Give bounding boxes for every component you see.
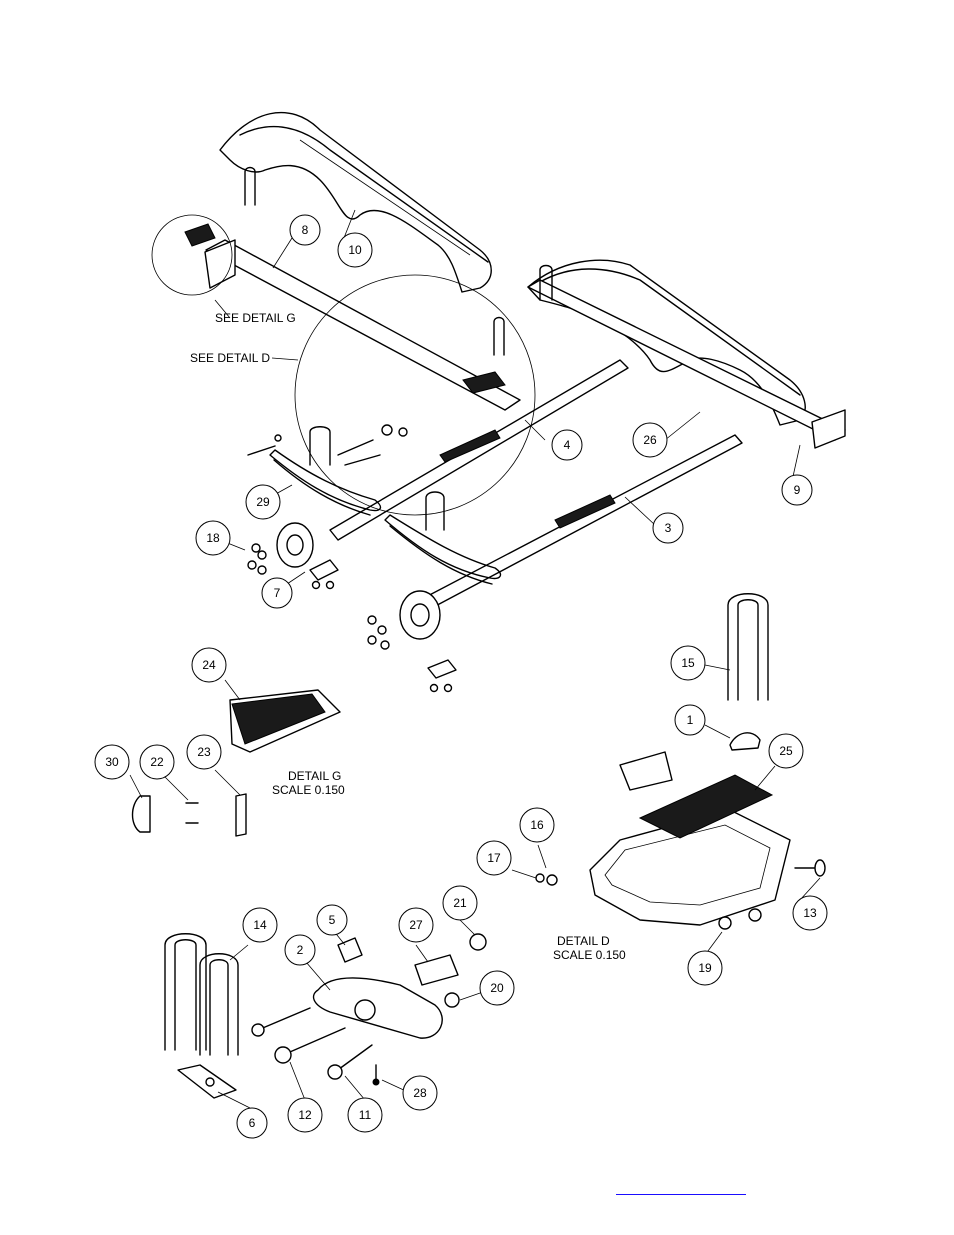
svg-text:20: 20 bbox=[490, 981, 504, 995]
ubolt-15 bbox=[727, 593, 769, 701]
hub-front bbox=[276, 522, 314, 568]
step-plate-24 bbox=[229, 689, 341, 753]
svg-text:2: 2 bbox=[297, 943, 304, 957]
callout-11: 11 bbox=[347, 1097, 383, 1133]
svg-text:21: 21 bbox=[453, 896, 467, 910]
bushing-27 bbox=[414, 954, 459, 986]
tie-plate-6 bbox=[177, 1064, 237, 1099]
callout-17: 17 bbox=[476, 840, 512, 876]
callout-1: 1 bbox=[674, 704, 706, 736]
svg-text:7: 7 bbox=[274, 586, 281, 600]
leader-lines bbox=[129, 209, 821, 1109]
svg-text:17: 17 bbox=[487, 851, 501, 865]
svg-text:25: 25 bbox=[779, 744, 793, 758]
see-detail-d-label: SEE DETAIL D bbox=[190, 351, 270, 365]
svg-text:5: 5 bbox=[329, 913, 336, 927]
bushing-5 bbox=[337, 937, 363, 963]
callout-25: 25 bbox=[768, 733, 804, 769]
svg-text:30: 30 bbox=[105, 755, 119, 769]
callout-7: 7 bbox=[261, 577, 293, 609]
callout-16: 16 bbox=[519, 807, 555, 843]
saddle-1 bbox=[729, 732, 761, 751]
nut-20 bbox=[444, 992, 460, 1008]
svg-text:26: 26 bbox=[643, 433, 657, 447]
grease-fitting-28 bbox=[372, 1064, 380, 1086]
detail-g-title: DETAIL G bbox=[288, 769, 341, 783]
nut-16-17 bbox=[535, 873, 558, 886]
callout-12: 12 bbox=[287, 1097, 323, 1133]
detail-d-scale: SCALE 0.150 bbox=[553, 948, 626, 962]
bolt-12 bbox=[251, 1007, 346, 1064]
footer-link-underline[interactable] bbox=[616, 1180, 746, 1195]
callout-30: 30 bbox=[94, 744, 130, 780]
shackle-plate-2 bbox=[312, 977, 443, 1039]
svg-text:29: 29 bbox=[256, 495, 270, 509]
svg-text:12: 12 bbox=[298, 1108, 312, 1122]
svg-text:1: 1 bbox=[687, 713, 694, 727]
svg-text:9: 9 bbox=[794, 483, 801, 497]
see-detail-g-label: SEE DETAIL G bbox=[215, 311, 296, 325]
bolt-11 bbox=[327, 1044, 373, 1080]
trailer-frame bbox=[204, 239, 846, 611]
svg-text:10: 10 bbox=[348, 243, 362, 257]
callout-18: 18 bbox=[195, 520, 231, 556]
svg-text:13: 13 bbox=[803, 906, 817, 920]
callout-15: 15 bbox=[670, 645, 706, 681]
fender-left bbox=[219, 111, 492, 293]
svg-text:3: 3 bbox=[665, 521, 672, 535]
svg-text:18: 18 bbox=[206, 531, 220, 545]
callout-8: 8 bbox=[289, 214, 321, 246]
callout-20: 20 bbox=[479, 970, 515, 1006]
callout-3: 3 bbox=[652, 512, 684, 544]
svg-text:23: 23 bbox=[197, 745, 211, 759]
leaf-spring-front bbox=[269, 449, 382, 516]
detail-circle-g bbox=[151, 214, 233, 296]
hardware-cluster bbox=[247, 424, 457, 693]
screw-22 bbox=[185, 802, 199, 824]
svg-text:11: 11 bbox=[359, 1108, 372, 1122]
callout-28: 28 bbox=[402, 1075, 438, 1111]
callout-10: 10 bbox=[337, 232, 373, 268]
detail-d-title: DETAIL D bbox=[557, 934, 610, 948]
callout-27: 27 bbox=[398, 907, 434, 943]
callout-26: 26 bbox=[632, 422, 668, 458]
hub-rear bbox=[399, 590, 441, 640]
callout-29: 29 bbox=[245, 484, 281, 520]
ubolt-14 bbox=[164, 933, 239, 1056]
callout-24: 24 bbox=[191, 647, 227, 683]
svg-text:14: 14 bbox=[253, 918, 267, 932]
callout-6: 6 bbox=[236, 1107, 268, 1139]
callout-4: 4 bbox=[551, 429, 583, 461]
svg-text:8: 8 bbox=[302, 223, 309, 237]
svg-text:27: 27 bbox=[409, 918, 423, 932]
bracket-23 bbox=[235, 793, 247, 837]
callout-2: 2 bbox=[284, 934, 316, 966]
svg-text:16: 16 bbox=[530, 818, 544, 832]
callout-19: 19 bbox=[687, 950, 723, 986]
detail-circle-d bbox=[294, 274, 536, 516]
fender-bracket-detail-d bbox=[589, 751, 791, 926]
callout-22: 22 bbox=[139, 744, 175, 780]
svg-text:24: 24 bbox=[202, 658, 216, 672]
svg-text:6: 6 bbox=[249, 1116, 256, 1130]
svg-text:28: 28 bbox=[413, 1086, 427, 1100]
callout-21: 21 bbox=[442, 885, 478, 921]
svg-text:15: 15 bbox=[681, 656, 695, 670]
callout-23: 23 bbox=[186, 734, 222, 770]
svg-text:19: 19 bbox=[698, 961, 712, 975]
callout-14: 14 bbox=[242, 907, 278, 943]
callout-13: 13 bbox=[792, 895, 828, 931]
callout-9: 9 bbox=[781, 474, 813, 506]
nut-21 bbox=[469, 933, 487, 951]
svg-text:4: 4 bbox=[564, 438, 571, 452]
pin-13 bbox=[794, 859, 826, 877]
callout-5: 5 bbox=[316, 904, 348, 936]
clip-30 bbox=[131, 795, 151, 833]
ubolt-main bbox=[244, 166, 553, 531]
nut-19 bbox=[718, 908, 762, 930]
svg-text:22: 22 bbox=[150, 755, 164, 769]
leaf-spring-rear bbox=[384, 514, 502, 585]
detail-g-scale: SCALE 0.150 bbox=[272, 783, 345, 797]
